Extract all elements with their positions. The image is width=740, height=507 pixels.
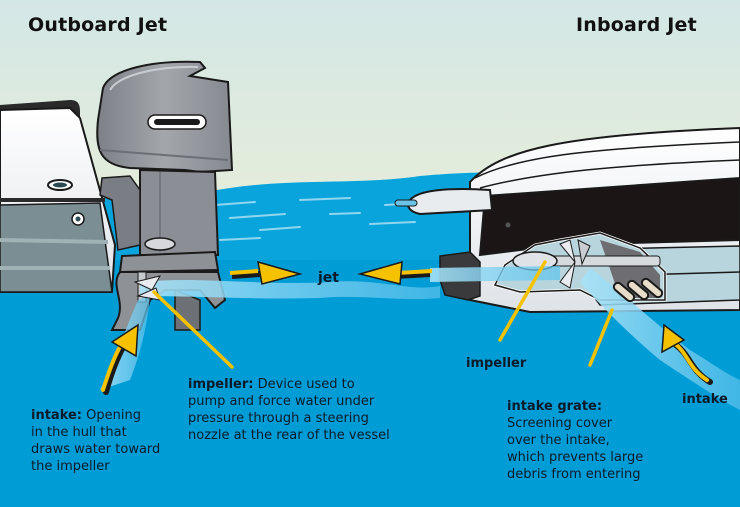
inboard-jet-title: Inboard Jet xyxy=(576,14,697,36)
outboard-impeller-line-3: pressure through a steering xyxy=(188,411,369,426)
outboard-impeller-line-1: Device used to xyxy=(257,377,355,392)
callout-line-icon xyxy=(152,260,614,369)
outboard-intake-line-4: the impeller xyxy=(31,459,110,474)
outboard-impeller-label: impeller: Device used to pump and force … xyxy=(188,376,390,444)
inboard-jet-stream xyxy=(430,266,560,282)
outboard-intake-line-1: Opening xyxy=(86,408,141,423)
outboard-impeller-line-4: nozzle at the rear of the vessel xyxy=(188,428,390,443)
inboard-impeller-label: impeller xyxy=(466,356,527,371)
inboard-impeller-icon xyxy=(559,239,591,289)
outboard-intake-line-2: in the hull that xyxy=(31,425,127,440)
outboard-impeller-term: impeller: xyxy=(188,377,254,392)
intake-grate-icon xyxy=(612,277,664,303)
intake-grate-line-1: Screening cover xyxy=(507,416,613,431)
jet-label: jet xyxy=(318,270,339,286)
intake-grate-line-4: debris from entering xyxy=(507,467,641,482)
outboard-intake-term: intake: xyxy=(31,408,83,423)
outboard-jet-title: Outboard Jet xyxy=(28,14,168,36)
outboard-intake-line-3: draws water toward xyxy=(31,442,161,457)
inboard-intake-label: intake xyxy=(682,392,728,407)
outboard-jet-stream xyxy=(140,280,440,300)
intake-grate-label: intake grate: Screening cover over the i… xyxy=(507,398,643,483)
outboard-boat-icon xyxy=(0,100,117,293)
outboard-impeller-line-2: pump and force water under xyxy=(188,394,375,409)
intake-grate-line-2: over the intake, xyxy=(507,433,610,448)
outboard-intake-label: intake: Opening in the hull that draws w… xyxy=(31,407,160,475)
intake-grate-term: intake grate: xyxy=(507,399,603,414)
intake-grate-line-3: which prevents large xyxy=(507,450,644,465)
flow-arrow-icon xyxy=(101,260,713,395)
